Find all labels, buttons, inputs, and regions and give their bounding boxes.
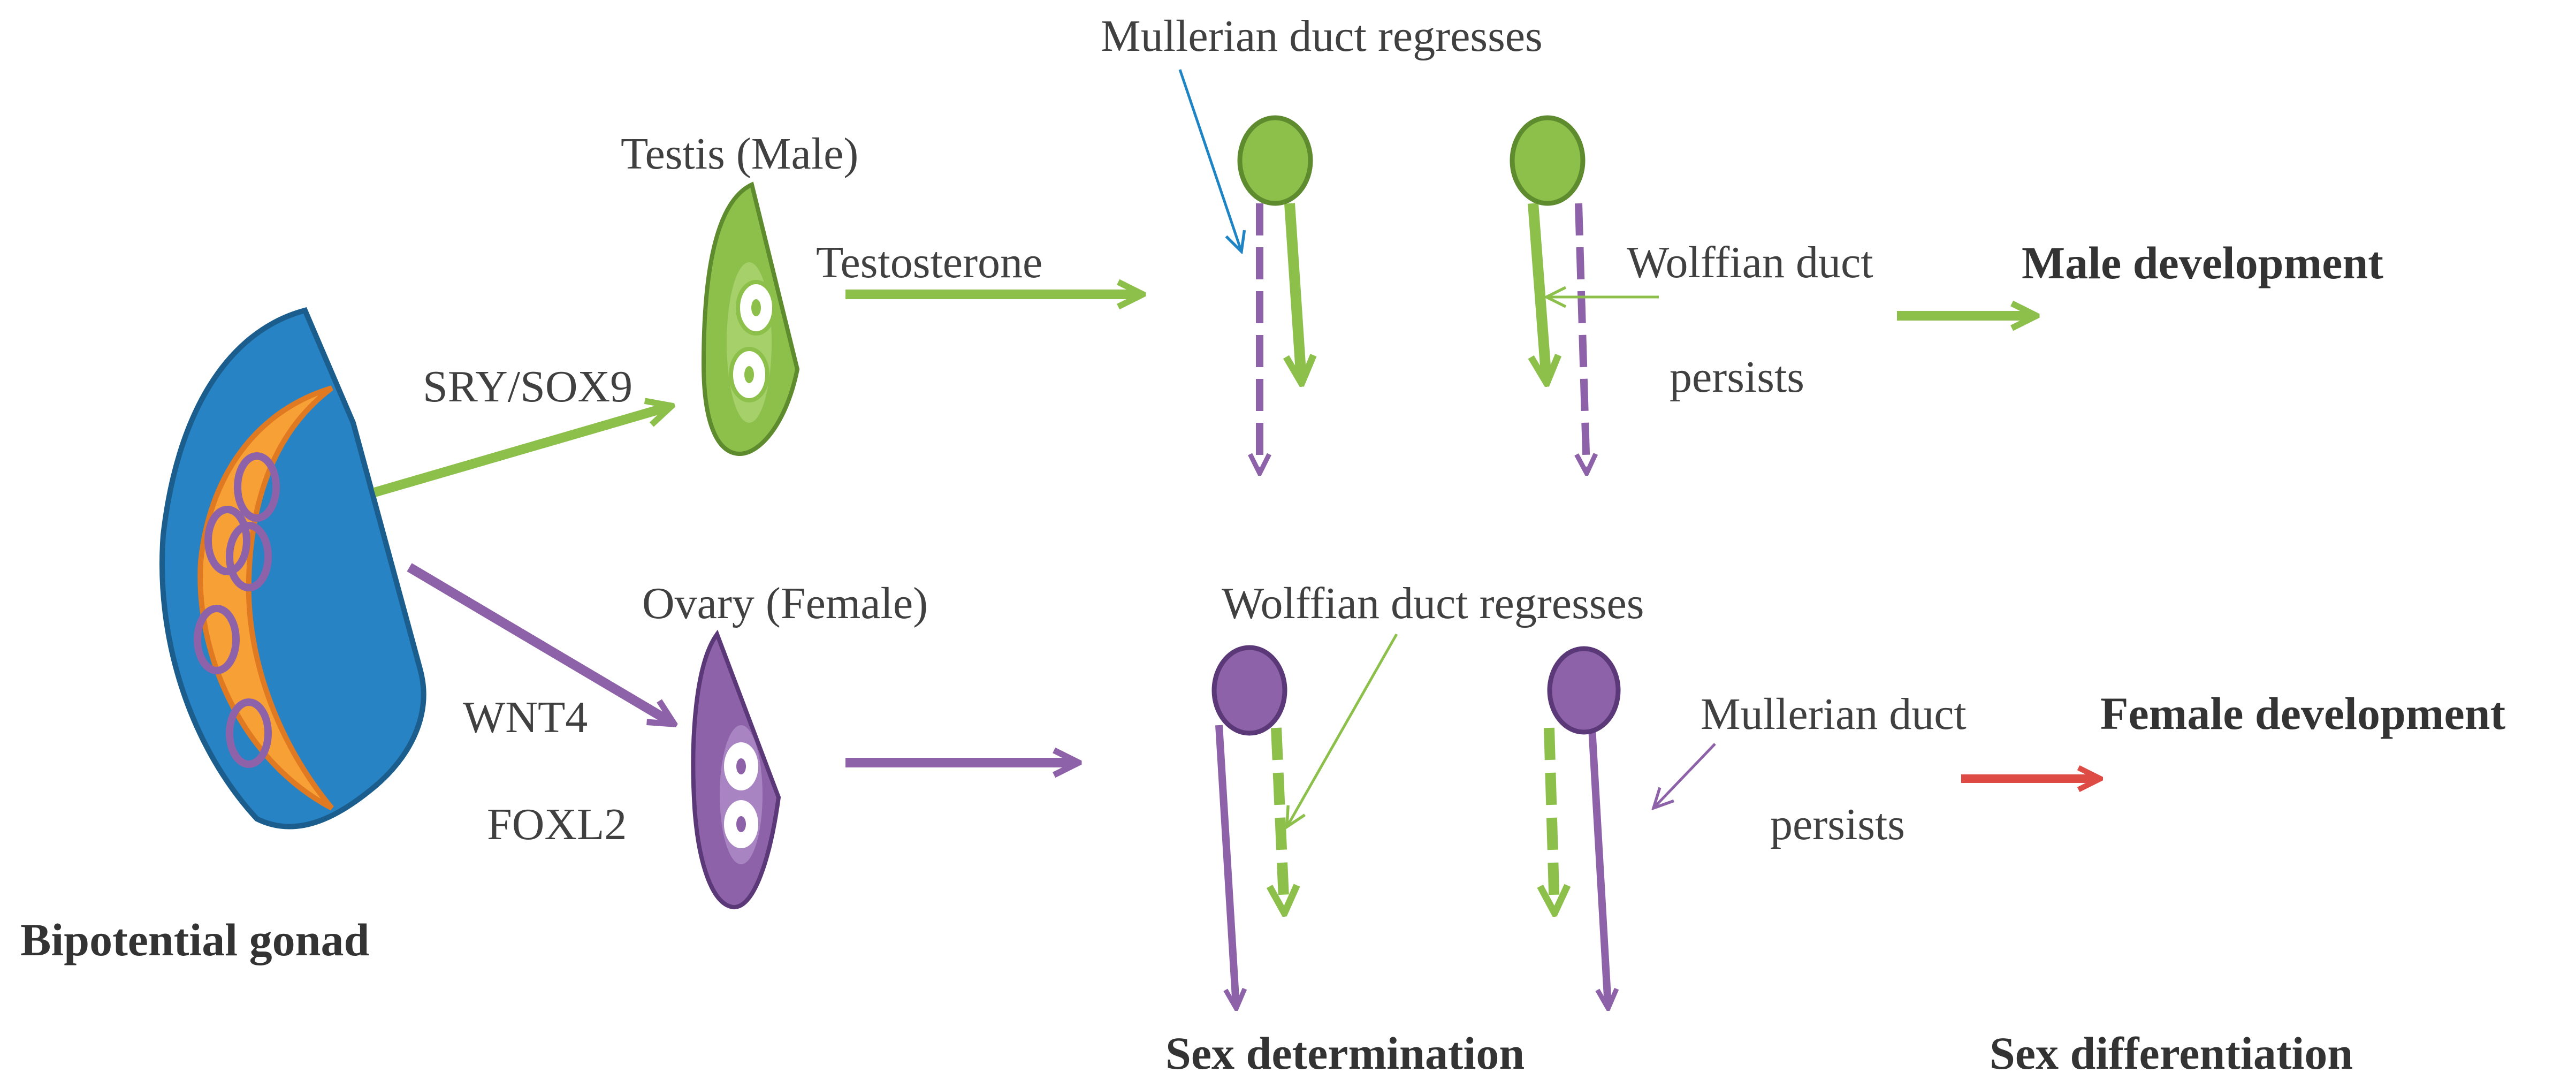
mullerian-regresses-pointer bbox=[1178, 69, 1241, 252]
mullerian-duct-label: Mullerian duct bbox=[1701, 689, 1967, 739]
ovary-icon bbox=[691, 629, 781, 909]
female-development-label: Female development bbox=[2100, 688, 2505, 739]
ovary-label: Ovary (Female) bbox=[642, 579, 928, 628]
duct-pair-icon bbox=[1549, 646, 1621, 1006]
male-development-label: Male development bbox=[2022, 237, 2383, 288]
duct-pair-icon bbox=[1211, 645, 1285, 1006]
sex-differentiation-label: Sex differentiation bbox=[1990, 1028, 2353, 1079]
testosterone-label: Testosterone bbox=[816, 238, 1042, 287]
wnt4-arrow bbox=[407, 563, 672, 722]
testis-icon bbox=[701, 181, 800, 456]
persists-bottom-label: persists bbox=[1770, 800, 1905, 849]
sry-sox9-label: SRY/SOX9 bbox=[423, 362, 632, 412]
persists-top-label: persists bbox=[1670, 352, 1804, 402]
foxl2-label: FOXL2 bbox=[487, 800, 627, 849]
mullerian-persists-pointer bbox=[1653, 743, 1716, 808]
wolffian-regresses-pointer bbox=[1287, 633, 1398, 827]
wnt4-label: WNT4 bbox=[463, 693, 588, 742]
testis-label: Testis (Male) bbox=[621, 129, 858, 179]
bipotential-gonad-icon bbox=[159, 307, 426, 830]
duct-pair-icon bbox=[1237, 115, 1310, 471]
wolffian-duct-label: Wolffian duct bbox=[1627, 238, 1873, 287]
mullerian-regresses-label: Mullerian duct regresses bbox=[1101, 11, 1543, 61]
wolffian-regresses-label: Wolffian duct regresses bbox=[1222, 579, 1644, 628]
sex-determination-label: Sex determination bbox=[1165, 1028, 1525, 1079]
sry-sox9-arrow bbox=[373, 407, 669, 497]
bipotential-gonad-label: Bipotential gonad bbox=[20, 914, 369, 965]
duct-pair-icon bbox=[1510, 115, 1587, 471]
